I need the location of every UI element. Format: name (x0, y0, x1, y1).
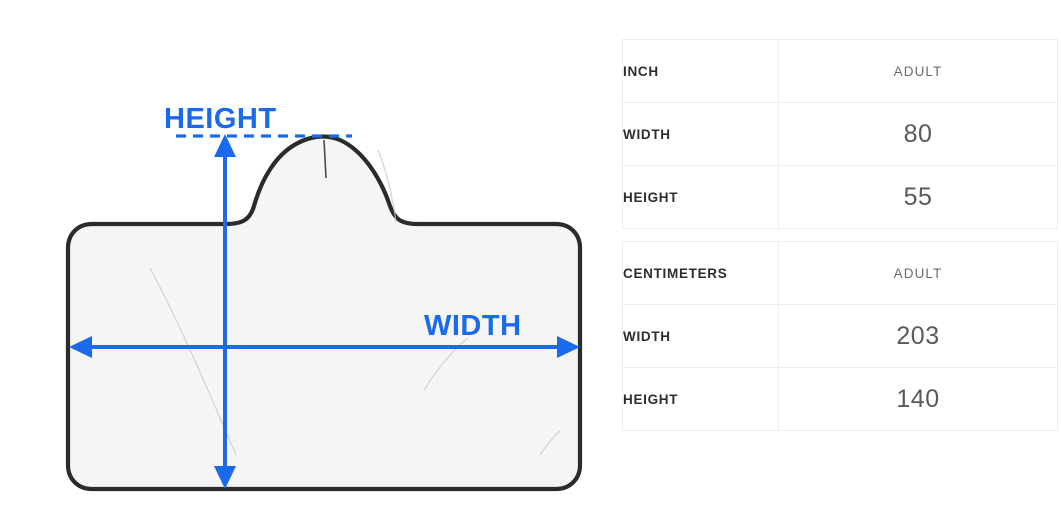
garment-illustration (65, 134, 583, 492)
table-unit-header: INCH (622, 39, 779, 103)
table-row: HEIGHT 55 (622, 165, 1058, 229)
table-header-row: CENTIMETERS ADULT (622, 241, 1058, 305)
garment-outline-path (65, 134, 583, 492)
table-row: WIDTH 203 (622, 304, 1058, 368)
row-label-width: WIDTH (622, 102, 779, 166)
hood-seam-line (323, 139, 327, 179)
table-header-row: INCH ADULT (622, 39, 1058, 103)
row-label-height: HEIGHT (622, 367, 779, 431)
height-dimension-label: HEIGHT (164, 103, 277, 135)
row-value-width: 203 (778, 304, 1058, 368)
width-dimension-label: WIDTH (424, 310, 522, 342)
table-row: HEIGHT 140 (622, 367, 1058, 431)
row-label-width: WIDTH (622, 304, 779, 368)
row-value-height: 55 (778, 165, 1058, 229)
table-row: WIDTH 80 (622, 102, 1058, 166)
table-size-header: ADULT (778, 241, 1058, 305)
table-unit-header: CENTIMETERS (622, 241, 779, 305)
row-value-width: 80 (778, 102, 1058, 166)
row-value-height: 140 (778, 367, 1058, 431)
size-tables-panel: INCH ADULT WIDTH 80 HEIGHT 55 CENTIMETER… (622, 0, 1061, 521)
garment-diagram-panel: HEIGHT WIDTH (65, 103, 583, 492)
row-label-height: HEIGHT (622, 165, 779, 229)
table-size-header: ADULT (778, 39, 1058, 103)
size-table-inch: INCH ADULT WIDTH 80 HEIGHT 55 (622, 39, 1058, 229)
size-table-centimeters: CENTIMETERS ADULT WIDTH 203 HEIGHT 140 (622, 241, 1058, 431)
width-dimension-arrow (69, 336, 580, 358)
height-dimension-arrow (214, 134, 236, 489)
